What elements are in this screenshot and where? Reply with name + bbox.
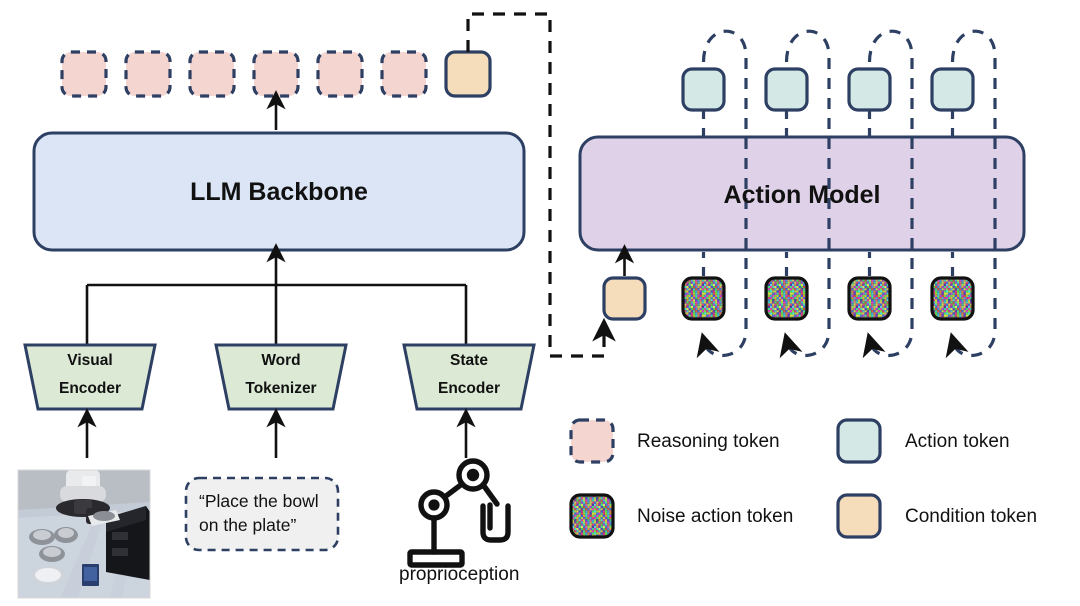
noise-action-token[interactable] xyxy=(930,276,975,321)
visual-encoder-shape[interactable] xyxy=(23,343,157,411)
instruction-text-line1: “Place the bowl xyxy=(199,491,319,511)
noise-action-token[interactable] xyxy=(681,276,726,321)
noise-token-row xyxy=(681,276,975,321)
state-encoder-label-line2: Encoder xyxy=(437,380,500,397)
legend-swatch-condition xyxy=(836,493,882,539)
noise-action-token[interactable] xyxy=(764,276,809,321)
instruction-bubble[interactable] xyxy=(184,476,340,552)
action-token[interactable] xyxy=(681,67,726,112)
word-tokenizer-label-line2: Tokenizer xyxy=(245,380,317,397)
legend-label-condition: Condition token xyxy=(905,506,1038,527)
robot-arm-icon xyxy=(407,458,511,568)
noise-action-token[interactable] xyxy=(847,276,892,321)
state-encoder-shape[interactable] xyxy=(402,343,536,411)
action-token[interactable] xyxy=(764,67,809,112)
robot-scene-image xyxy=(17,469,151,599)
action-model-output-connectors xyxy=(701,110,955,137)
word-tokenizer-shape[interactable] xyxy=(214,343,348,411)
visual-encoder-label-line1: Visual xyxy=(67,352,113,369)
encoder-bus xyxy=(85,243,468,345)
instruction-text-line2: on the plate” xyxy=(199,515,297,535)
legend-label-reasoning: Reasoning token xyxy=(637,431,780,452)
condition-token-top[interactable] xyxy=(444,50,492,98)
reasoning-token[interactable] xyxy=(380,50,428,98)
legend-swatch-noise xyxy=(569,493,615,539)
reasoning-token[interactable] xyxy=(60,50,108,98)
reasoning-token[interactable] xyxy=(252,50,300,98)
condition-feedback-path xyxy=(466,12,616,358)
visual-encoder-label-line2: Encoder xyxy=(58,380,121,397)
noise-input-connectors xyxy=(701,252,955,276)
reasoning-token[interactable] xyxy=(124,50,172,98)
action-model-label: Action Model xyxy=(723,181,881,209)
proprioception-label: proprioception xyxy=(399,564,520,585)
action-token[interactable] xyxy=(847,67,892,112)
legend-label-action: Action token xyxy=(905,431,1010,452)
state-encoder-label-line1: State xyxy=(450,352,488,369)
legend-swatch-action xyxy=(836,418,882,464)
action-token-row xyxy=(681,67,975,112)
legend-swatch-reasoning xyxy=(569,418,615,464)
reasoning-token[interactable] xyxy=(316,50,364,98)
action-token[interactable] xyxy=(930,67,975,112)
reasoning-token-row xyxy=(60,50,428,98)
word-tokenizer-label-line1: Word xyxy=(261,352,301,369)
condition-token-bottom[interactable] xyxy=(602,276,647,321)
denoise-recycle-loops xyxy=(696,29,997,359)
reasoning-token[interactable] xyxy=(188,50,236,98)
legend-label-noise: Noise action token xyxy=(637,506,794,527)
llm-backbone-label: LLM Backbone xyxy=(190,178,368,206)
